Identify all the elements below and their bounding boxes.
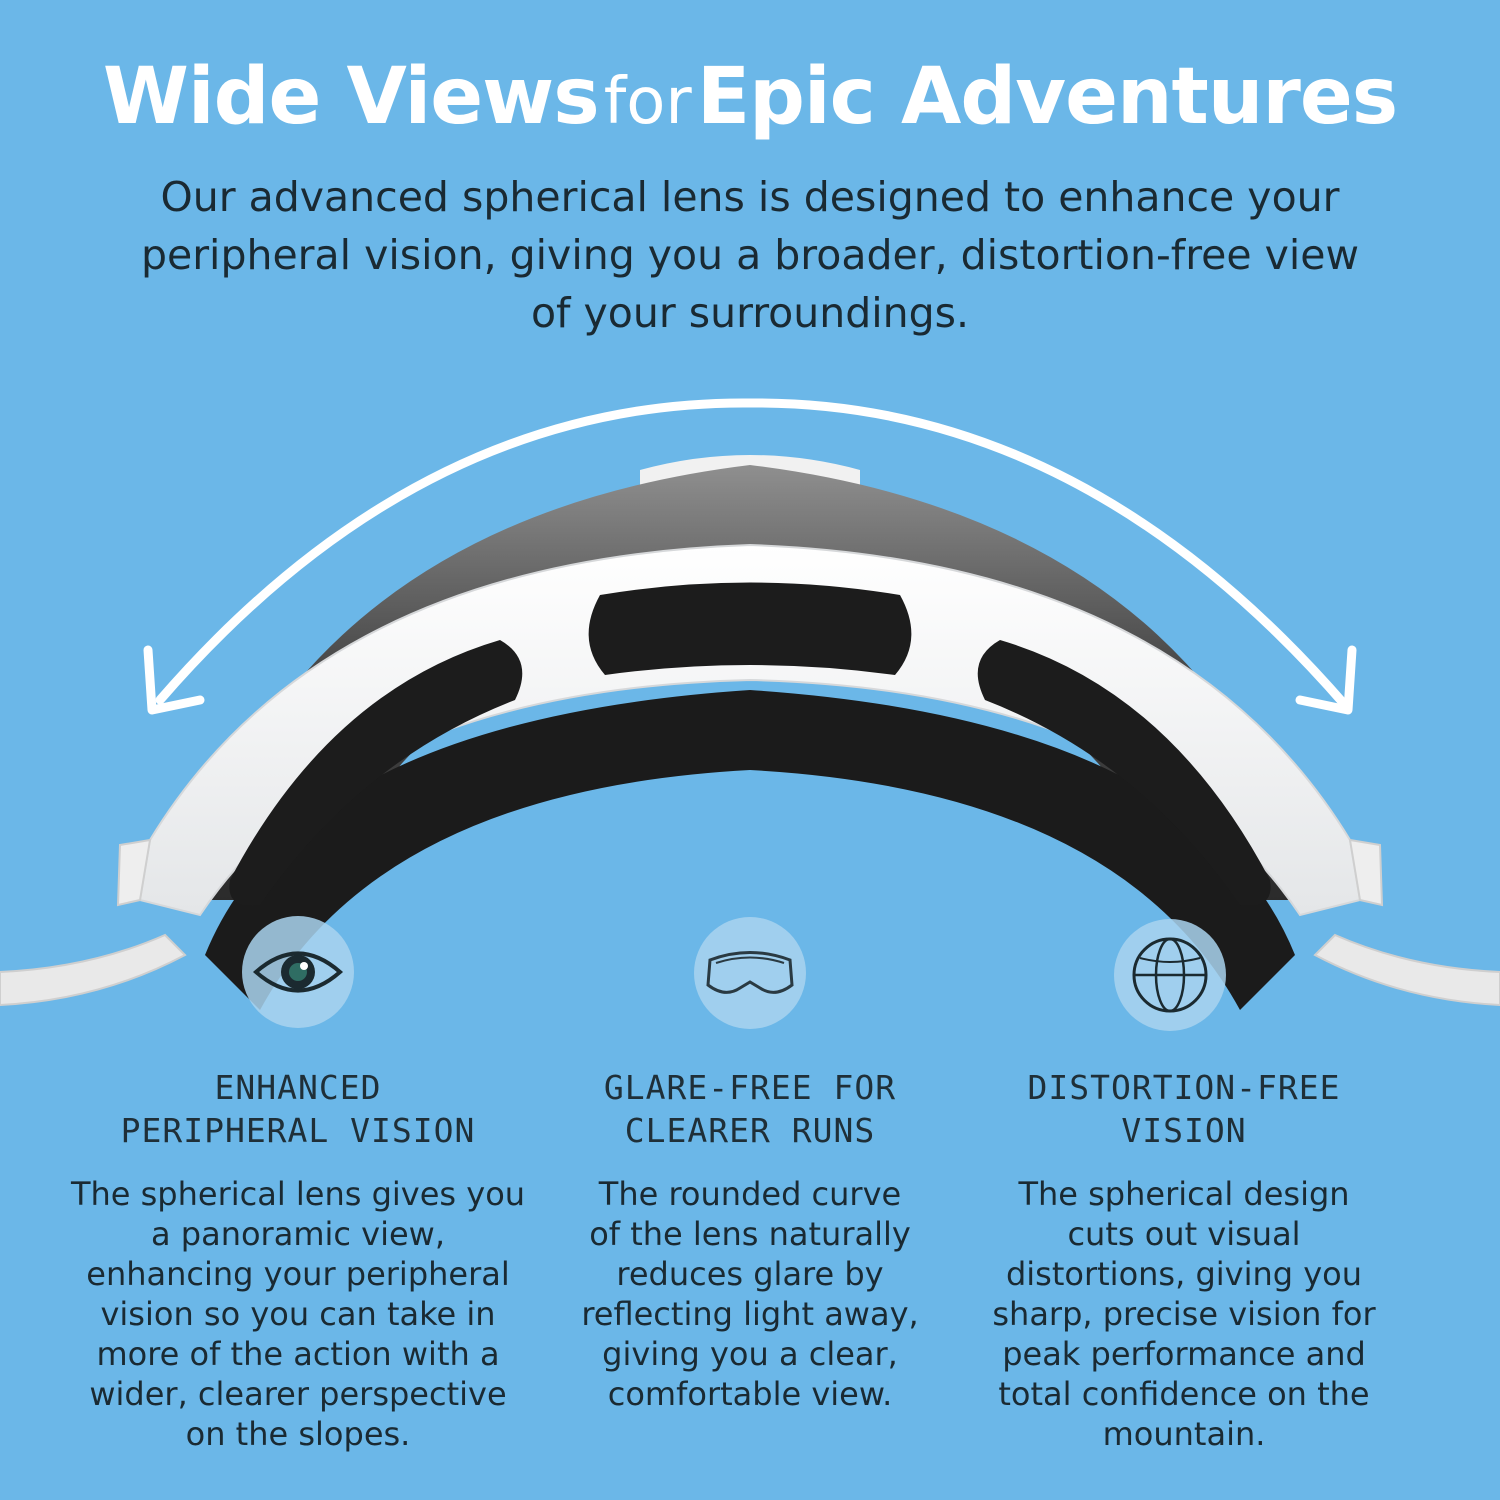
feature-title: GLARE-FREE FOR CLEARER RUNS — [510, 1066, 990, 1152]
feature-body-line: enhancing your peripheral — [86, 1255, 510, 1293]
globe-icon — [1114, 919, 1226, 1031]
feature-body-line: The rounded curve — [598, 1175, 902, 1213]
left-strap — [0, 933, 187, 1007]
feature-title-line: GLARE-FREE FOR — [603, 1068, 897, 1107]
feature-title-line: DISTORTION-FREE — [1027, 1068, 1341, 1107]
headline-part-1: Wide Views — [102, 52, 600, 142]
eye-icon — [242, 916, 354, 1028]
feature-body-line: a panoramic view, — [150, 1215, 445, 1253]
feature-body-line: on the slopes. — [185, 1415, 411, 1453]
feature-body-line: more of the action with a — [96, 1335, 500, 1373]
feature-body-line: reflecting light away, — [581, 1295, 919, 1333]
right-strap — [1313, 933, 1500, 1007]
feature-body-line: sharp, precise vision for — [992, 1295, 1376, 1333]
feature-title: ENHANCED PERIPHERAL VISION — [58, 1066, 538, 1152]
feature-body-line: of the lens naturally — [589, 1215, 911, 1253]
intro-line: peripheral vision, giving you a broader,… — [140, 231, 1360, 279]
feature-title-line: PERIPHERAL VISION — [120, 1111, 476, 1150]
feature-body-line: distortions, giving you — [1005, 1255, 1363, 1293]
feature-body-line: wider, clearer perspective — [89, 1375, 507, 1413]
feature-body-line: peak performance and — [1002, 1335, 1366, 1373]
feature-body-line: vision so you can take in — [100, 1295, 496, 1333]
intro-line: Our advanced spherical lens is designed … — [160, 173, 1340, 221]
headline-part-3: Epic Adventures — [696, 52, 1398, 142]
arrow-left-head — [143, 645, 205, 715]
feature-title: DISTORTION-FREE VISION — [944, 1066, 1424, 1152]
headline: Wide Views for Epic Adventures — [0, 52, 1500, 142]
vent-left — [229, 640, 523, 906]
vent-center — [588, 582, 912, 675]
intro-line: of your surroundings. — [530, 289, 970, 337]
feature-body: The spherical lens gives you a panoramic… — [58, 1174, 538, 1454]
feature-title-line: ENHANCED — [214, 1068, 382, 1107]
feature-body-line: cuts out visual — [1067, 1215, 1301, 1253]
headline-part-2: for — [603, 65, 692, 139]
face-foam — [205, 690, 1295, 1010]
lens — [180, 465, 1320, 900]
feature-glare-free: GLARE-FREE FOR CLEARER RUNS The rounded … — [510, 1066, 990, 1414]
feature-distortion-free: DISTORTION-FREE VISION The spherical des… — [944, 1066, 1424, 1454]
vent-right — [977, 640, 1271, 906]
view-arc — [155, 398, 1350, 710]
feature-body-line: mountain. — [1102, 1415, 1266, 1453]
feature-body-line: reduces glare by — [616, 1255, 884, 1293]
arrow-right-head — [1295, 645, 1357, 715]
feature-body-line: The spherical lens gives you — [70, 1175, 526, 1213]
feature-body: The rounded curve of the lens naturally … — [510, 1174, 990, 1414]
feature-peripheral-vision: ENHANCED PERIPHERAL VISION The spherical… — [58, 1066, 538, 1454]
feature-title-line: VISION — [1121, 1111, 1247, 1150]
feature-body-line: comfortable view. — [607, 1375, 893, 1413]
feature-title-line: CLEARER RUNS — [624, 1111, 876, 1150]
feature-body-line: total confidence on the — [998, 1375, 1370, 1413]
feature-body: The spherical design cuts out visual dis… — [944, 1174, 1424, 1454]
feature-body-line: The spherical design — [1018, 1175, 1350, 1213]
goggles-icon — [694, 917, 806, 1029]
intro-paragraph: Our advanced spherical lens is designed … — [120, 168, 1380, 342]
feature-body-line: giving you a clear, — [602, 1335, 898, 1373]
